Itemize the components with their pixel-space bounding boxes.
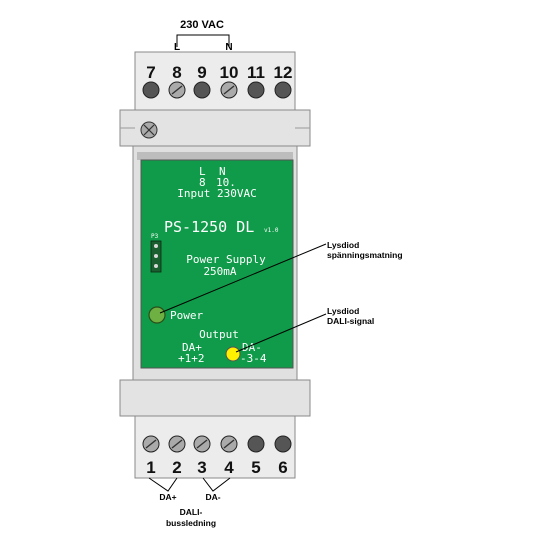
da-plus-bracket bbox=[148, 477, 178, 492]
panel-top-rim bbox=[137, 152, 293, 160]
supply-l-label: L bbox=[174, 42, 180, 53]
terminal-hole-icon[interactable] bbox=[247, 81, 265, 99]
dali-led-icon bbox=[225, 346, 241, 362]
top-terminal-8[interactable]: 8 bbox=[168, 63, 186, 99]
bottom-terminal-number: 1 bbox=[146, 458, 155, 477]
top-terminal-number: 10 bbox=[220, 63, 239, 82]
top-terminal-7[interactable]: 7 bbox=[142, 63, 160, 99]
bottom-terminal-2[interactable]: 2 bbox=[168, 435, 186, 477]
screw-slot-icon bbox=[223, 439, 235, 449]
bus-label-line2: bussledning bbox=[166, 518, 216, 528]
bottom-terminal-3[interactable]: 3 bbox=[193, 435, 211, 477]
bottom-terminal-6[interactable]: 6 bbox=[274, 435, 292, 477]
top-terminal-number: 9 bbox=[197, 63, 206, 82]
panel-face bbox=[140, 159, 294, 369]
top-terminal-number: 12 bbox=[274, 63, 293, 82]
panel-n-label: N bbox=[219, 165, 226, 178]
dali-callout-line1: Lysdiod bbox=[327, 306, 359, 316]
supply-bracket bbox=[176, 34, 230, 47]
bottom-terminal-5[interactable]: 5 bbox=[247, 435, 265, 477]
bottom-terminal-number: 5 bbox=[251, 458, 260, 477]
panel-l-label: L bbox=[199, 165, 206, 178]
housing-screw-icon bbox=[140, 121, 158, 139]
panel-input-label: Input 230VAC bbox=[177, 187, 256, 200]
panel-pin-n: 10. bbox=[216, 176, 236, 189]
bottom-terminal-number: 6 bbox=[278, 458, 287, 477]
supply-n-label: N bbox=[225, 42, 232, 53]
dali-callout-line2: DALI-signal bbox=[327, 316, 374, 326]
screw-slot-icon bbox=[223, 85, 235, 95]
bottom-terminal-4[interactable]: 4 bbox=[220, 435, 238, 477]
power-callout-line2: spänningsmatning bbox=[327, 250, 403, 260]
screw-slot-icon bbox=[171, 439, 183, 449]
top-terminal-number: 11 bbox=[247, 63, 265, 82]
bus-da-plus-label: DA+ bbox=[159, 492, 176, 502]
bottom-terminal-number: 3 bbox=[197, 458, 206, 477]
bottom-terminal-number: 2 bbox=[172, 458, 181, 477]
jumper-label: P3 bbox=[151, 233, 159, 240]
panel-model-label: PS-1250 DL bbox=[164, 218, 254, 236]
bottom-terminal-number: 4 bbox=[224, 458, 234, 477]
screw-slot-icon bbox=[171, 85, 183, 95]
dali-led-leader bbox=[235, 313, 327, 353]
top-terminal-9[interactable]: 9 bbox=[193, 63, 211, 99]
terminal-hole-icon[interactable] bbox=[274, 435, 292, 453]
panel-current-label: 250mA bbox=[203, 265, 236, 278]
panel-version-label: v1.0 bbox=[264, 227, 279, 234]
da-minus-bracket bbox=[202, 477, 231, 492]
terminal-hole-icon[interactable] bbox=[193, 81, 211, 99]
supply-voltage-label: 230 VAC bbox=[180, 19, 224, 31]
terminal-hole-icon[interactable] bbox=[142, 81, 160, 99]
bottom-shoulder bbox=[119, 379, 311, 417]
bottom-terminal-block bbox=[134, 415, 296, 479]
front-panel: L N 8 10. Input 230VAC PS-1250 DL v1.0 P… bbox=[140, 159, 294, 369]
panel-da-minus-pins: -3-4 bbox=[240, 352, 267, 365]
terminal-hole-icon[interactable] bbox=[247, 435, 265, 453]
top-terminal-10[interactable]: 10 bbox=[220, 63, 239, 99]
panel-output-label: Output bbox=[199, 328, 239, 341]
panel-da-plus-pins: +1+2 bbox=[178, 352, 205, 365]
power-callout-line1: Lysdiod bbox=[327, 240, 359, 250]
top-terminal-number: 7 bbox=[146, 63, 155, 82]
panel-product-label: Power Supply bbox=[186, 253, 266, 266]
screw-slot-icon bbox=[145, 439, 157, 449]
top-terminal-11[interactable]: 11 bbox=[247, 63, 265, 99]
power-led-leader bbox=[159, 243, 327, 314]
bus-label-line1: DALI- bbox=[180, 507, 203, 517]
jumper-p3-icon bbox=[150, 240, 162, 273]
panel-da-minus-label: DA- bbox=[242, 341, 262, 354]
power-led-icon bbox=[148, 306, 166, 324]
bus-da-minus-label: DA- bbox=[205, 492, 220, 502]
top-terminal-block bbox=[134, 51, 296, 111]
bottom-terminal-1[interactable]: 1 bbox=[142, 435, 160, 477]
panel-da-plus-label: DA+ bbox=[182, 341, 202, 354]
power-led-label: Power bbox=[170, 309, 203, 322]
terminal-hole-icon[interactable] bbox=[274, 81, 292, 99]
top-terminal-12[interactable]: 12 bbox=[274, 63, 293, 99]
panel-pin-l: 8 bbox=[199, 176, 206, 189]
top-terminal-number: 8 bbox=[172, 63, 181, 82]
screw-slot-icon bbox=[196, 439, 208, 449]
